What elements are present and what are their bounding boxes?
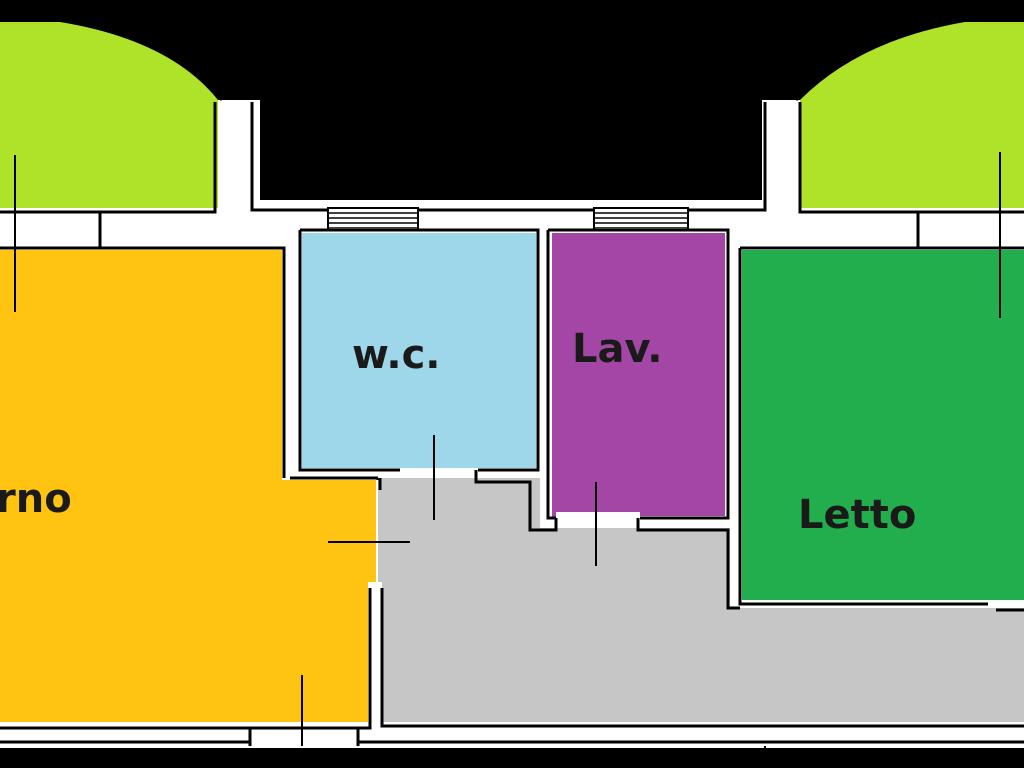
door-marks [14, 152, 1001, 768]
window-laundry [593, 207, 689, 231]
window-wc [327, 207, 419, 231]
label-wc: w.c. [352, 332, 441, 378]
room-bedroom [742, 250, 1024, 600]
room-wc [302, 233, 536, 468]
label-bedroom: Letto [798, 492, 916, 538]
balcony-outlines [0, 16, 1024, 102]
balcony-right [800, 22, 1024, 208]
balcony-left [0, 22, 218, 208]
room-corridor [378, 478, 1024, 722]
label-laundry: Lav. [572, 326, 663, 372]
room-laundry [552, 233, 725, 518]
label-living: rno [0, 476, 72, 522]
room-living [0, 250, 376, 722]
